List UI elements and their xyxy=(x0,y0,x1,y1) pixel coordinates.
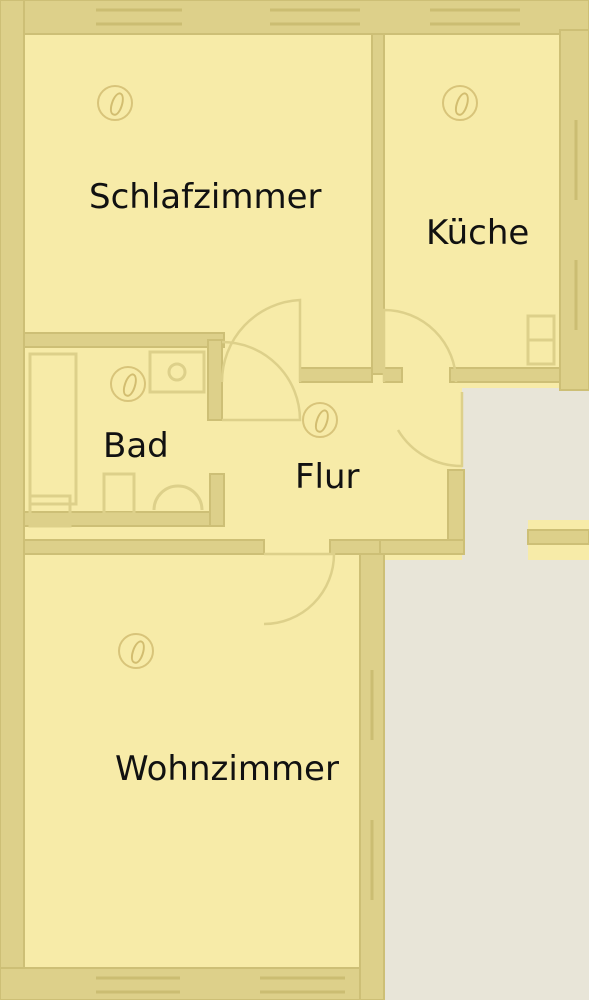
wall-bottom xyxy=(0,967,383,1000)
door-living xyxy=(263,552,336,626)
ceiling-lamp-icon xyxy=(118,633,154,669)
room-label-bad: Bad xyxy=(103,426,169,466)
ceiling-lamp-icon xyxy=(97,85,133,121)
door-bath xyxy=(221,340,302,422)
wall-bath-right-upper xyxy=(207,339,223,421)
door-kitchen xyxy=(382,308,458,383)
room-label-kueche: Küche xyxy=(426,213,530,253)
wall-balcony xyxy=(527,529,589,545)
room-label-wohnzimmer: Wohnzimmer xyxy=(115,749,339,789)
door-swings xyxy=(220,298,464,626)
wall-bedroom-bottom xyxy=(299,367,373,383)
ceiling-lamp-icon xyxy=(302,402,338,438)
room-label-flur: Flur xyxy=(295,457,360,497)
ceiling-lamp-icon xyxy=(110,366,146,402)
bath-fixtures xyxy=(28,350,206,528)
wall-top xyxy=(0,0,589,35)
windows xyxy=(96,8,578,994)
toilet xyxy=(102,472,136,516)
wall-kitchen-bottom xyxy=(449,367,561,383)
wall-right-kitchen xyxy=(559,29,589,391)
interior-walls xyxy=(23,33,589,555)
wall-bedroom-kitchen xyxy=(371,33,385,375)
ceiling-lamp-icon xyxy=(442,85,478,121)
bathtub xyxy=(28,352,78,506)
washbasin xyxy=(148,350,206,394)
wall-bath-right-lower xyxy=(209,473,225,527)
wall-bath-top xyxy=(23,332,225,348)
room-label-schlafzimmer: Schlafzimmer xyxy=(89,177,322,217)
wall-living-top xyxy=(23,539,265,555)
shower-tray xyxy=(152,484,204,511)
wall-left xyxy=(0,0,25,1000)
door-entrance xyxy=(396,392,464,468)
kitchen-counter xyxy=(526,314,556,366)
wall-right-living xyxy=(359,547,385,1000)
wall-flur-right xyxy=(447,469,465,551)
door-bedroom xyxy=(220,298,302,383)
